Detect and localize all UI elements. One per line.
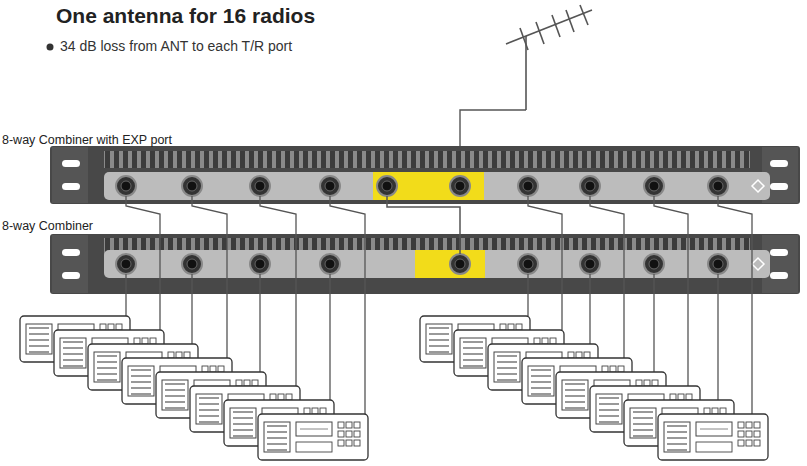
radios bbox=[20, 316, 768, 460]
unit-label: 8-way Combiner bbox=[0, 219, 93, 233]
combiner-unit: 8-way Combiner bbox=[0, 216, 807, 294]
coax-link bbox=[387, 196, 460, 254]
radio-cables bbox=[126, 196, 752, 414]
diagram-title: One antenna for 16 radios bbox=[56, 4, 315, 28]
combiner-unit: 8-way Combiner with EXP port bbox=[0, 130, 807, 204]
note-text: 34 dB loss from ANT to each T/R port bbox=[60, 38, 292, 54]
bullet-dot bbox=[47, 44, 54, 51]
rf-ports bbox=[116, 176, 728, 274]
combiner-rack bbox=[50, 146, 800, 204]
unit-label: 8-way Combiner with EXP port bbox=[0, 133, 172, 147]
